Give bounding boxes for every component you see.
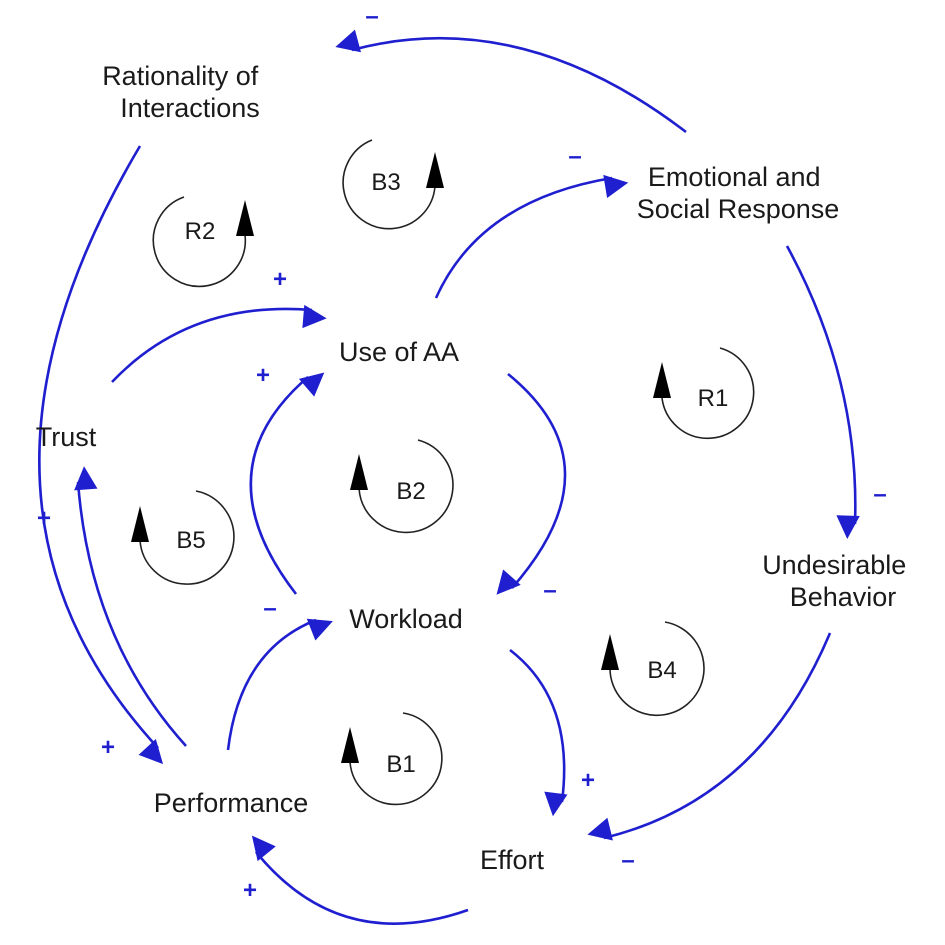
loop-b2-label: B2	[396, 478, 425, 505]
link-use-to-workload	[496, 372, 567, 595]
loop-b1-arrowhead	[341, 727, 359, 763]
polarity-workload-to-effort: +	[581, 767, 595, 794]
loop-b2-arrowhead	[350, 454, 368, 490]
polarity-emotional-to-undesirable: –	[873, 481, 886, 508]
link-undesirable-to-effort	[587, 632, 832, 841]
node-performance: Performance	[154, 788, 309, 818]
link-emotional-to-undesirable	[785, 245, 860, 540]
node-undesirable-line-1: Undesirable	[762, 550, 906, 580]
polarity-performance-to-workload: –	[263, 595, 276, 622]
polarity-undesirable-to-effort: –	[621, 847, 634, 874]
loop-b1-arc	[349, 712, 443, 806]
loop-r1-arrowhead	[653, 362, 671, 398]
link-rationality-to-performance	[38, 145, 164, 765]
node-emotional-line-1: Emotional and	[648, 162, 821, 192]
loop-b3-arc	[342, 139, 436, 230]
loop-b4: B4	[601, 621, 705, 717]
loop-b5-label: B5	[176, 527, 205, 554]
loop-indicators: R2 B3 R1 B2 B5 B4	[131, 139, 755, 806]
node-trust: Trust	[36, 422, 97, 452]
polarity-use-to-workload: –	[543, 577, 556, 604]
loop-b1-label: B1	[386, 751, 415, 778]
link-workload-to-use	[249, 372, 325, 595]
link-effort-to-performance	[251, 835, 469, 925]
node-rationality-of-interactions: Rationality of Interactions	[102, 61, 266, 123]
loop-b3: B3	[342, 139, 444, 230]
loop-b3-label: B3	[371, 169, 400, 196]
polarities: – – + + – + – – + + – +	[37, 3, 887, 904]
loop-b4-arc	[609, 621, 705, 717]
loop-r2-label: R2	[185, 218, 216, 245]
node-undesirable-line-2: Behavior	[790, 582, 897, 612]
link-emotional-to-rationality	[335, 29, 687, 134]
link-performance-to-trust	[74, 466, 187, 747]
loop-r2: R2	[152, 196, 254, 288]
loop-r2-arrowhead	[236, 200, 254, 236]
loop-b1: B1	[341, 712, 443, 806]
loop-b2: B2	[350, 439, 454, 534]
node-undesirable-behavior: Undesirable Behavior	[762, 550, 914, 612]
polarity-workload-to-use: +	[256, 362, 270, 389]
loop-b5-arc	[139, 490, 235, 585]
node-workload: Workload	[349, 604, 463, 634]
polarity-use-to-emotional: –	[568, 143, 581, 170]
polarity-rationality-to-performance: +	[101, 734, 115, 761]
loop-b4-arrowhead	[601, 634, 619, 670]
loop-r1-arc	[661, 347, 755, 440]
link-performance-to-workload	[226, 618, 333, 751]
polarity-effort-to-performance: +	[243, 877, 257, 904]
polarity-performance-to-trust: +	[37, 505, 51, 532]
loop-b5: B5	[131, 490, 235, 585]
loop-r1: R1	[653, 347, 755, 440]
loop-b3-arrowhead	[426, 152, 444, 188]
loop-b4-label: B4	[647, 657, 676, 684]
link-trust-to-use	[111, 304, 327, 383]
node-emotional-line-2: Social Response	[637, 194, 840, 224]
polarity-emotional-to-rationality: –	[365, 3, 378, 30]
loop-r1-label: R1	[698, 385, 729, 412]
nodes: Rationality of Interactions Emotional an…	[36, 61, 914, 875]
node-rationality-line-1: Rationality of	[102, 61, 259, 91]
node-emotional-and-social-response: Emotional and Social Response	[637, 162, 840, 224]
loop-b2-arc	[358, 439, 454, 534]
link-workload-to-effort	[509, 648, 568, 817]
loop-r2-arc	[152, 196, 247, 288]
links	[38, 29, 860, 925]
link-use-to-emotional	[434, 174, 629, 299]
node-effort: Effort	[480, 845, 545, 875]
node-rationality-line-2: Interactions	[120, 93, 260, 123]
node-use-of-aa: Use of AA	[339, 337, 459, 367]
loop-b5-arrowhead	[131, 506, 149, 542]
polarity-trust-to-use: +	[273, 266, 287, 293]
